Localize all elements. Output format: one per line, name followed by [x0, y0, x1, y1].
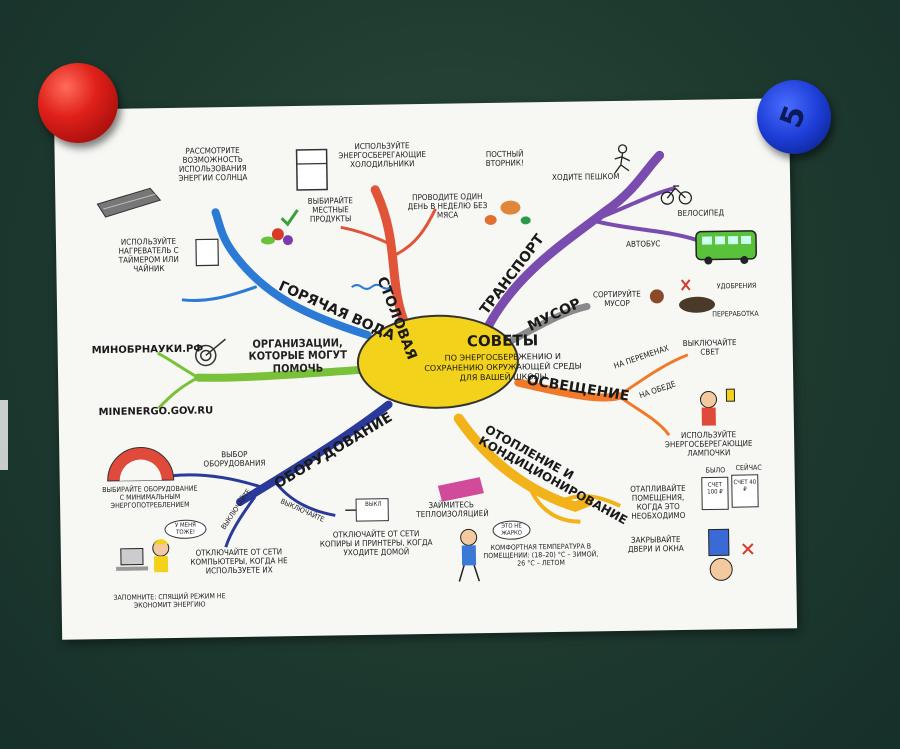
tip-fertilizer: Удобрения [716, 281, 757, 291]
insulation-sheet-icon [437, 477, 484, 502]
teacher-with-bulb-icon [700, 388, 736, 426]
tip-fast-tuesday-text: Постный вторник! [485, 149, 524, 168]
computer-user-icon [116, 539, 170, 573]
mind-map-branches [96, 144, 759, 582]
tip-energy-bulbs: Используйте энергосберегающие лампочки [661, 430, 756, 459]
target-icon [195, 338, 226, 367]
tip-sort-trash: Сортируйте мусор [587, 289, 647, 310]
energy-rating-icon [107, 446, 175, 482]
branch-organizations-label: Организации, которые могут помочь [243, 336, 354, 376]
tip-close-doors-text: Закрывайте двери и окна [627, 535, 684, 554]
bill-2: Счет 40 ₽ [733, 478, 757, 494]
tip-energy-bulbs-text: Используйте энергосберегающие лампочки [664, 430, 753, 458]
door-window-icon [708, 528, 754, 581]
solar-panel-icon [96, 187, 162, 218]
branch-dining-line [370, 185, 412, 334]
tip-close-doors: Закрывайте двери и окна [621, 535, 691, 555]
center-oval [356, 314, 519, 409]
tip-heater-timer: Используйте нагреватель с таймером или ч… [106, 236, 192, 275]
water-wave-icon [351, 283, 393, 290]
tip-heat-when-needed-text: Отапливайте помещения, когда это необход… [630, 483, 686, 521]
tip-insulation: Займитесь теплоизоляцией [416, 500, 489, 520]
tip-computers-off: Отключайте от сети компьютеры, когда не … [179, 547, 299, 577]
power-socket-icon [345, 498, 389, 522]
label-after: Сейчас [735, 463, 762, 473]
socket-off-label: Выкл [365, 500, 382, 508]
tip-copiers-off-text: Отключайте от сети копиры и принтеры, ко… [319, 529, 433, 558]
mind-map-poster: Советы по энергосбережению и сохранению … [53, 98, 798, 640]
center-title: Советы [466, 331, 539, 351]
label-before: Было [705, 466, 726, 475]
tip-comfort-temp: Комфортная температура в помещении: (18–… [481, 542, 601, 568]
branch-organizations-line [194, 366, 363, 382]
branch-transport-line [482, 150, 665, 333]
tip-sleep-mode-text: Запомните: спящий режим не экономит энер… [113, 592, 226, 610]
tip-sort-trash-text: Сортируйте мусор [592, 289, 641, 309]
tip-computers-off-text: Отключайте от сети компьютеры, когда не … [190, 547, 288, 576]
tip-heater-timer-text: Используйте нагреватель с таймером или ч… [118, 236, 179, 274]
blue-magnet: 5 [757, 80, 831, 154]
tip-min-consumption: Выбирайте оборудование с минимальным эне… [100, 484, 200, 511]
bills-icon [701, 474, 759, 511]
tip-sleep-mode: Запомните: спящий режим не экономит энер… [100, 592, 240, 611]
tip-heat-when-needed: Отапливайте помещения, когда это необход… [618, 483, 699, 522]
bill-1: Счет 100 ₽ [703, 481, 727, 496]
walking-person-icon [614, 144, 631, 174]
tip-fridge-text: Используйте энергосберегающие холодильни… [338, 141, 427, 170]
red-magnet [38, 63, 118, 143]
tip-insulation-text: Займитесь теплоизоляцией [416, 500, 489, 520]
tip-comfort-temp-text: Комфортная температура в помещении: (18–… [483, 542, 599, 568]
bus-icon [695, 230, 757, 265]
trash-pile-icon [649, 279, 716, 313]
branch-trash-line [504, 302, 591, 347]
fridge-icon [295, 148, 328, 191]
branch-lighting-line [514, 378, 623, 402]
tip-walk: Ходите пешком [551, 171, 620, 182]
tip-no-meat: Проводите один день в неделю без мяса [407, 192, 488, 221]
food-bowls-icon [484, 200, 531, 225]
tip-switch-off-light-text: Выключайте свет [682, 338, 737, 357]
tip-local-food-text: Выбирайте местные продукты [307, 196, 354, 224]
tip-recycling: Переработка [712, 309, 759, 319]
tip-solar: Рассмотрите возможность использования эн… [162, 145, 263, 184]
bicycle-icon [660, 185, 692, 205]
branch-equipment-line [236, 400, 393, 506]
vegetables-icon [260, 209, 299, 246]
tip-bike: Велосипед [677, 208, 725, 219]
kettle-icon [195, 238, 219, 267]
tip-fast-tuesday: Постный вторник! [475, 149, 535, 169]
student-pointing-icon [458, 528, 481, 582]
tip-choose-equipment: Выбор оборудования [199, 450, 269, 469]
tip-copiers-off: Отключайте от сети копиры и принтеры, ко… [319, 529, 434, 559]
tip-bus: Автобус [625, 239, 661, 249]
branch-heating-line [453, 413, 594, 512]
tip-choose-equipment-text: Выбор оборудования [203, 449, 266, 469]
tip-fridge: Используйте энергосберегающие холодильни… [329, 141, 434, 171]
bill-2-text: Счет 40 ₽ [733, 478, 757, 493]
site-minobrnauki: МИНОБРНАУКИ.РФ [91, 343, 204, 357]
tip-min-consumption-text: Выбирайте оборудование с минимальным эне… [102, 484, 198, 510]
tip-no-meat-text: Проводите один день в неделю без мяса [407, 192, 488, 220]
tip-switch-off-light: Выключайте свет [680, 338, 740, 358]
tip-solar-text: Рассмотрите возможность использования эн… [178, 145, 248, 183]
speech-me-too-text: У меня тоже! [174, 521, 196, 536]
board-frame-edge [0, 400, 8, 470]
site-minenergo: MINENERGO.GOV.RU [98, 405, 214, 419]
branch-hot-water-line [211, 208, 372, 339]
bill-1-text: Счет 100 ₽ [707, 481, 723, 496]
speech-not-hot-text: Это не жарко [501, 522, 523, 537]
branch-organizations-text: Организации, которые могут помочь [248, 336, 348, 376]
tip-local-food: Выбирайте местные продукты [295, 196, 365, 225]
